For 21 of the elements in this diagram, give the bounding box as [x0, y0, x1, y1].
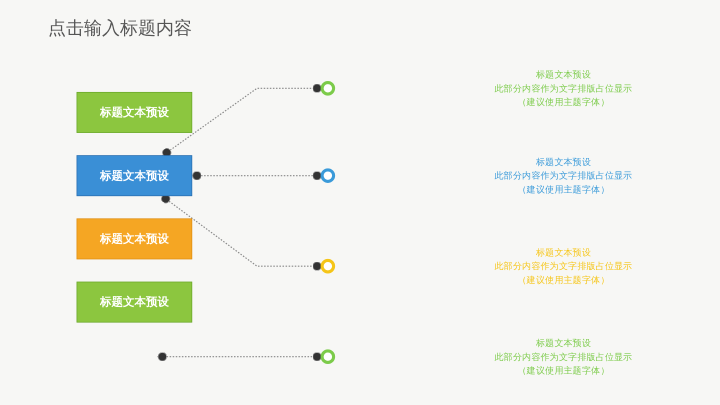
node-circle: [320, 349, 336, 364]
node-label: 标题文本预设: [536, 156, 592, 168]
connector: [162, 84, 322, 158]
connector: [157, 352, 322, 362]
node-box: 标题文本预设: [76, 92, 192, 133]
node-circle: [320, 81, 336, 96]
node-circle: [320, 168, 336, 183]
node-label: 标题文本预设: [536, 338, 592, 348]
node-circle: [320, 258, 336, 274]
node-label: 此部分内容作为文字排版占位显示（建议使用主题字体）: [494, 260, 632, 286]
node-label: 标题文本预设: [536, 247, 592, 258]
node-box: 标题文本预设: [76, 218, 192, 260]
node-label: 标题文本预设: [536, 69, 592, 80]
slide-title: 点击输入标题内容: [48, 17, 192, 40]
node-label: 此部分内容作为文字排版占位显示（建议使用主题字体）: [494, 351, 632, 376]
node-label: 此部分内容作为文字排版占位显示（建议使用主题字体）: [494, 170, 632, 195]
node-box: 标题文本预设: [76, 155, 192, 196]
connector: [192, 171, 322, 180]
node-box: 标题文本预设: [76, 282, 192, 323]
node-label: 此部分内容作为文字排版占位显示（建议使用主题字体）: [494, 82, 632, 108]
connector: [161, 194, 322, 271]
